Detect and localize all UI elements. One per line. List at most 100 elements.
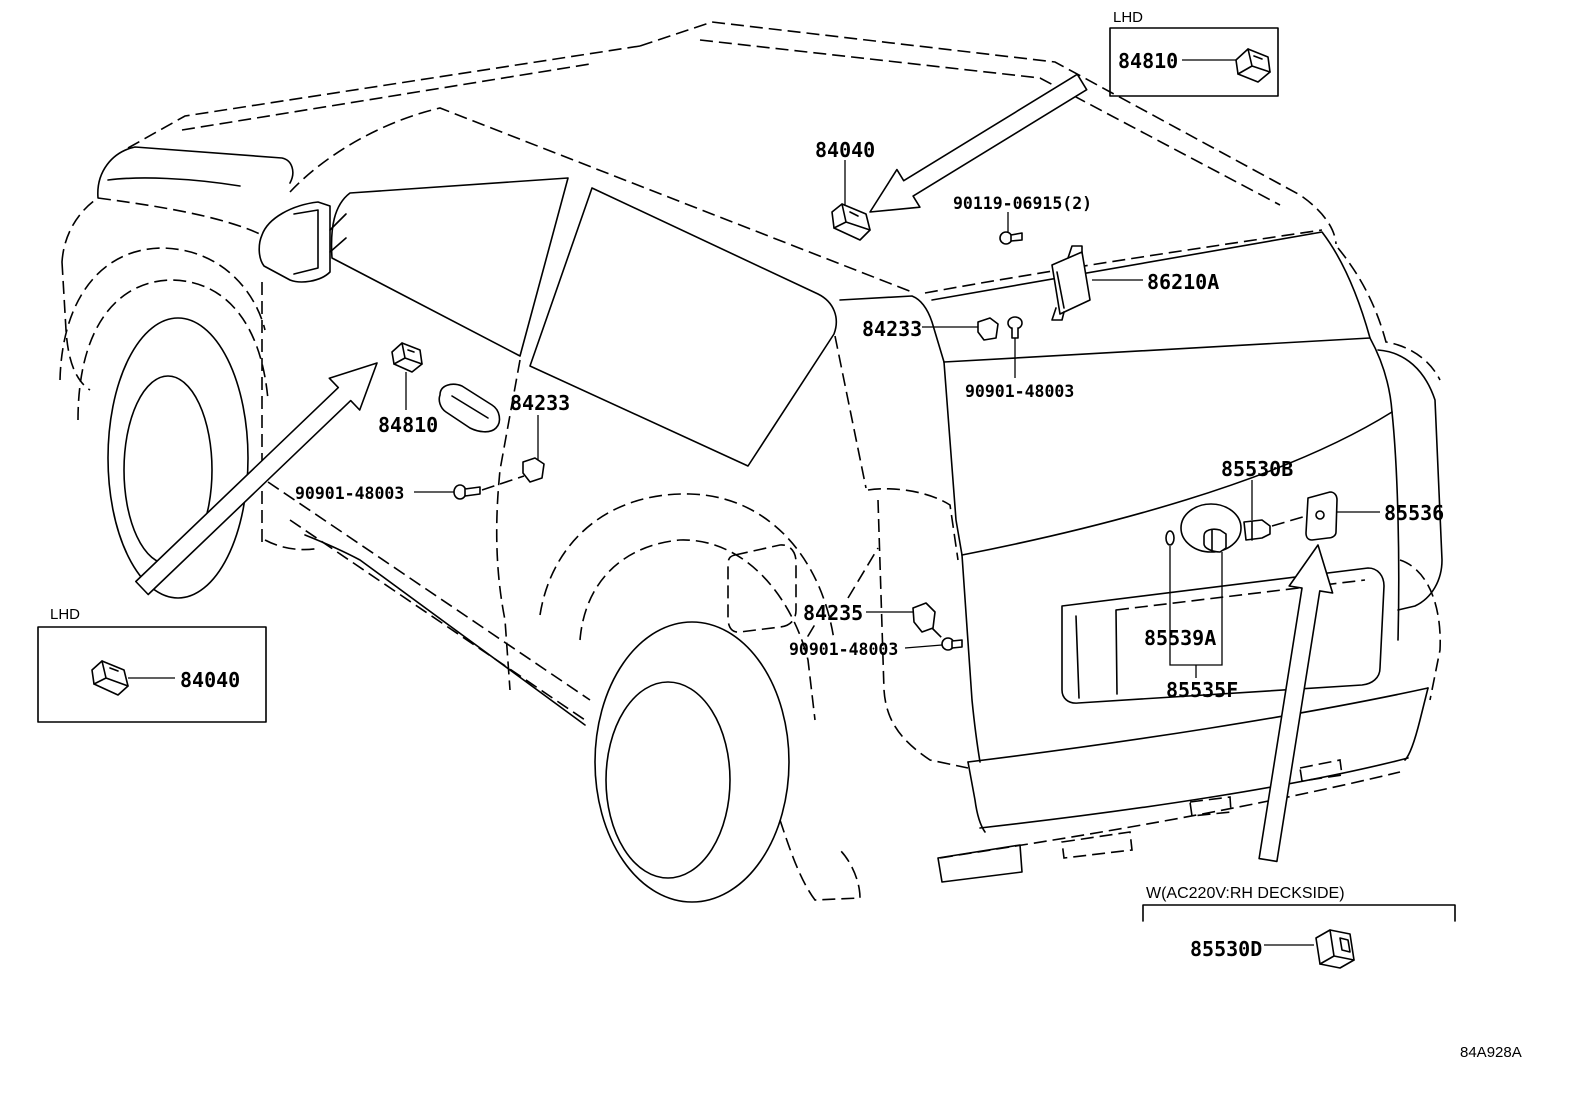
tailgate-upper	[943, 361, 963, 556]
arrow-icon	[869, 73, 1088, 213]
part-number-label: 90119-06915(2)	[953, 194, 1092, 213]
roof-rail-right	[699, 39, 1281, 206]
arrow-icon	[1258, 544, 1334, 863]
part-number-label: 84810	[1118, 49, 1178, 73]
license-plate-recess	[1061, 567, 1385, 704]
door-handle-inner	[451, 395, 489, 419]
part-number-label: 86210A	[1147, 270, 1219, 294]
inset-bracket	[1142, 904, 1456, 922]
view-arrows	[135, 73, 1334, 863]
inset-title: W(AC220V:RH DECKSIDE)	[1146, 885, 1345, 902]
roof-rail-left	[181, 63, 591, 131]
c-pillar-lower	[834, 335, 867, 489]
power-outlet-icon	[1315, 929, 1355, 969]
front-fascia	[61, 197, 99, 263]
right-quarter	[1337, 247, 1441, 381]
inset-title: LHD	[1113, 9, 1143, 26]
parts	[391, 203, 1338, 651]
part-number-label: 85539A	[1144, 626, 1216, 650]
bulb-icon	[1243, 519, 1271, 541]
connector-icon	[522, 457, 545, 483]
switch-icon	[831, 203, 871, 241]
rear-body-corner	[877, 499, 969, 769]
rear-mud-flap	[779, 819, 861, 901]
part-number-label: 84040	[180, 668, 240, 692]
part-number-label: 84235	[803, 601, 863, 625]
small-line	[807, 625, 815, 637]
headlamp-line	[107, 177, 241, 187]
side-mirror-glass	[293, 209, 319, 275]
lock-switch-icon	[1235, 48, 1271, 83]
leader-lines	[405, 160, 1380, 678]
rear-bumper-bottom	[979, 757, 1409, 829]
front-tire	[107, 317, 249, 599]
screw-icon	[453, 484, 481, 500]
part-number-label: 85535F	[1166, 678, 1238, 702]
connector-icon	[977, 317, 999, 341]
control-unit-icon	[1051, 245, 1091, 321]
part-callouts: 84040 90119-06915(2) 86210A 84233 90901-…	[295, 138, 1444, 702]
screw-icon	[941, 637, 963, 651]
hitch-cover	[1061, 831, 1133, 859]
rocker-panel	[289, 519, 586, 721]
front-door-window	[330, 177, 569, 357]
part-number-label: 84233	[862, 317, 922, 341]
screw-icon	[999, 231, 1023, 245]
tailgate-garnish	[961, 411, 1393, 556]
b-pillar-seam	[495, 359, 521, 691]
marker-icon	[1165, 530, 1175, 546]
part-number-label: 84233	[510, 391, 570, 415]
inset-title: LHD	[50, 606, 80, 623]
switch-icon	[91, 660, 129, 696]
front-lower-body	[264, 539, 321, 551]
roof-side-rail	[289, 107, 913, 293]
part-number-label: 85530D	[1190, 937, 1262, 961]
arrow-icon	[135, 362, 378, 596]
rear-glass	[931, 231, 1371, 363]
part-number-label: 85536	[1384, 501, 1444, 525]
front-wheel-arch-inner	[77, 279, 269, 421]
door-handle	[438, 383, 501, 433]
rear-bumper-right	[1404, 687, 1429, 761]
right-fender	[1399, 559, 1441, 701]
bracket-icon	[1305, 491, 1338, 541]
roof-edge-left	[127, 45, 641, 149]
assembly-link	[481, 475, 525, 491]
rear-wheel-arch-outer	[539, 493, 835, 641]
rear-door-window	[529, 187, 838, 467]
rear-pillar	[839, 295, 945, 363]
part-number-label: 90901-48003	[789, 640, 898, 659]
rear-valance	[939, 771, 1401, 859]
hood-edge	[97, 197, 263, 236]
rear-rim	[605, 681, 731, 879]
rear-tire	[594, 621, 790, 903]
roof-spoiler	[924, 229, 1323, 294]
bumper-reflector-left	[1189, 796, 1232, 817]
side-mirror	[258, 201, 331, 283]
part-number-label: 90901-48003	[295, 484, 404, 503]
front-bumper-side	[61, 261, 91, 391]
socket-recess	[1180, 503, 1242, 553]
inset-lhd-top: LHD 84810	[1109, 9, 1279, 97]
part-number-label: 84040	[815, 138, 875, 162]
inset-deckside: W(AC220V:RH DECKSIDE) 85530D	[1142, 885, 1456, 969]
vehicle-outline	[59, 21, 1443, 903]
running-board	[304, 534, 586, 726]
license-plate-inner	[1075, 609, 1118, 699]
taillight	[1377, 349, 1443, 611]
rear-bumper-top	[967, 687, 1429, 763]
socket-icon	[1203, 528, 1227, 553]
figure-code: 84A928A	[1460, 1044, 1522, 1061]
lock-switch-icon	[391, 342, 423, 373]
roof-edge-top	[639, 21, 1337, 245]
rear-bumper-left	[967, 761, 986, 833]
inset-frame	[1109, 27, 1279, 97]
inset-lhd-left: LHD 84040	[37, 606, 267, 723]
assembly-link	[931, 627, 945, 641]
rear-side-line	[847, 547, 879, 599]
part-number-label: 84810	[378, 413, 438, 437]
part-number-label: 85530B	[1221, 457, 1293, 481]
rear-wheel-arch-inner	[579, 539, 816, 721]
screw-icon	[1007, 316, 1023, 339]
